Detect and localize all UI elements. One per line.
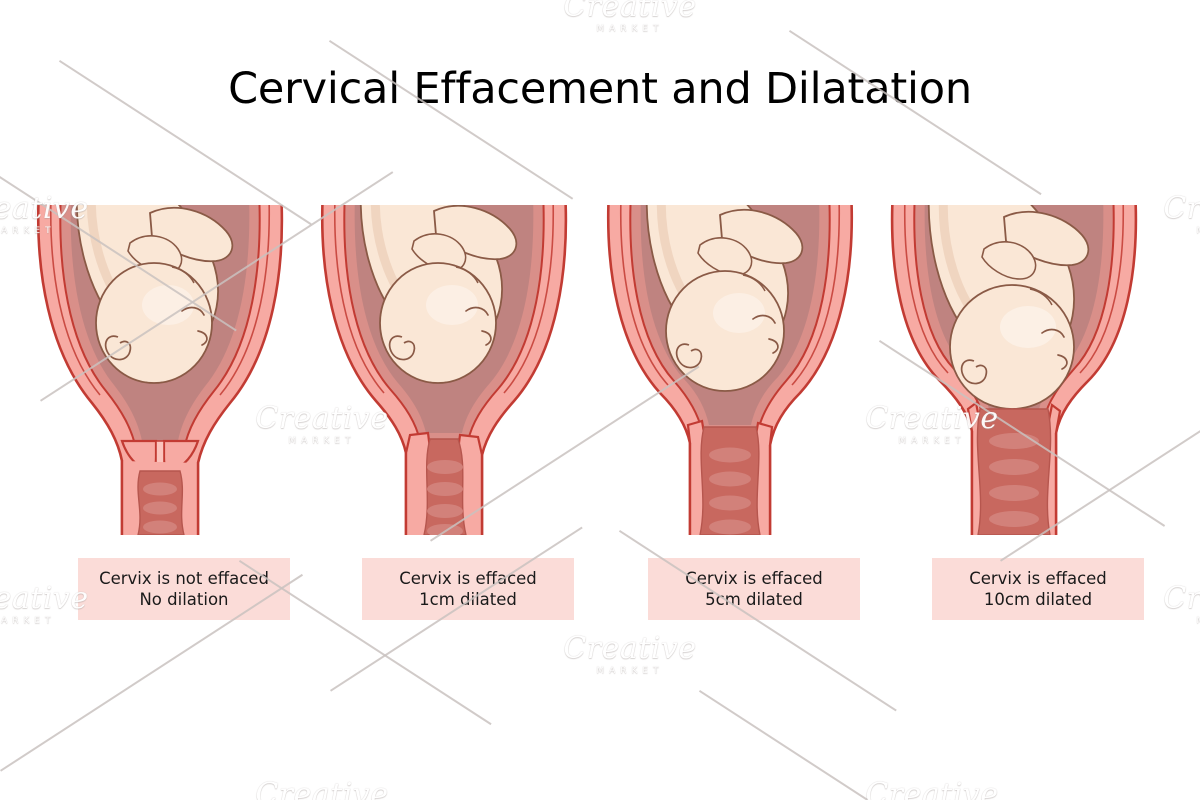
uterus-diagram-stage-4 [890,205,1138,535]
vaginal-ruga [427,460,463,474]
fetus-head-highlight [426,285,478,325]
caption-stage-2: Cervix is effaced 1cm dilated [362,558,574,620]
fetus-crown [1029,288,1053,306]
fetus [359,205,518,384]
watermark-subtitle: MARKET [596,666,664,676]
fetus-limb-lower [411,233,467,272]
vaginal-ruga [709,471,751,487]
wall-layer-right [1079,205,1125,374]
fetus-mouth [481,330,492,346]
fetus-crown [742,274,766,292]
caption-line-1: Cervix is effaced [685,568,823,588]
caption-line-1: Cervix is effaced [969,568,1107,588]
fetus-eye [465,306,489,316]
vaginal-ruga [989,459,1039,475]
fetus-head [665,270,785,392]
vaginal-ruga [709,447,751,463]
fetus-ear [675,343,703,369]
fetus-ear [388,335,416,361]
fetus [75,205,234,384]
panel-stage-4 [876,205,1152,535]
panel-stage-1 [22,205,298,535]
watermark-logo: Creative MARKET [540,0,720,34]
caption-stage-1: Cervix is not effaced No dilation [78,558,290,620]
vaginal-canal-group [120,461,200,535]
vaginal-ruga [143,520,177,534]
vaginal-ruga [989,485,1039,501]
fetus-mouth [768,338,779,354]
watermark-logo: Creative MARKET [540,634,720,676]
fetus-limb-lower [697,237,753,276]
fetus [927,205,1090,410]
fetus-mouth [1057,354,1068,370]
fetus-crown [171,266,195,284]
watermark-logo: Creative MARKET [232,780,412,800]
fetus-limb-lower [981,241,1037,280]
watermark-script: Creative [563,631,697,666]
fetus-head-highlight [1000,306,1056,348]
fetus-ear [960,359,988,385]
wall-layer-left [619,205,669,386]
fetus-eye [1041,328,1065,338]
watermark-subtitle: MARKET [596,24,664,34]
watermark-subtitle: MARKET [1140,617,1200,626]
fetus-head [379,262,497,384]
page-title: Cervical Effacement and Dilatation [228,64,972,114]
fetus-head [95,262,213,384]
fetus-head-highlight [713,293,765,333]
vaginal-ruga [427,482,463,496]
watermark-script: Creative [563,0,697,24]
watermark-script: Creative [255,777,389,800]
panel-stage-2 [306,205,582,535]
vaginal-ruga [427,504,463,518]
fetus-mouth [197,330,208,346]
caption-line-1: Cervix is not effaced [99,568,269,588]
vaginal-canal-group [404,438,484,535]
watermark-script: Creative [865,777,999,800]
uterus-diagram-stage-1 [36,205,284,535]
wall-layer-right [503,205,555,394]
watermark-logo: Creative MARKET [842,780,1022,800]
fetus [645,205,804,392]
vaginal-ruga [143,501,177,515]
vaginal-ruga [709,519,751,535]
wall-layer-right [791,205,841,386]
fetus-eye [752,314,776,324]
caption-line-2: No dilation [139,590,229,609]
vaginal-canal-group [688,426,772,535]
fetus-crown [455,266,479,284]
vaginal-ruga [143,482,177,496]
caption-line-1: Cervix is effaced [399,568,537,588]
caption-line-2: 5cm dilated [705,590,803,609]
caption-line-2: 10cm dilated [983,590,1093,609]
uterus-diagram-stage-3 [606,205,854,535]
fetus-head [949,284,1075,410]
watermark-logo: Creative MARKET [1140,584,1200,626]
wall-layer-right [219,205,271,396]
watermark-script: Creative [1163,581,1200,616]
panel-stage-3 [592,205,868,535]
fetus-eye [181,306,205,316]
caption-stage-4: Cervix is effaced 10cm dilated [932,558,1144,620]
uterus-diagram-stage-2 [320,205,568,535]
wall-layer-left [903,205,949,374]
caption-stage-3: Cervix is effaced 5cm dilated [648,558,860,620]
vaginal-ruga [709,495,751,511]
watermark-line [699,690,977,800]
vaginal-ruga [989,433,1039,449]
vaginal-ruga [989,511,1039,527]
